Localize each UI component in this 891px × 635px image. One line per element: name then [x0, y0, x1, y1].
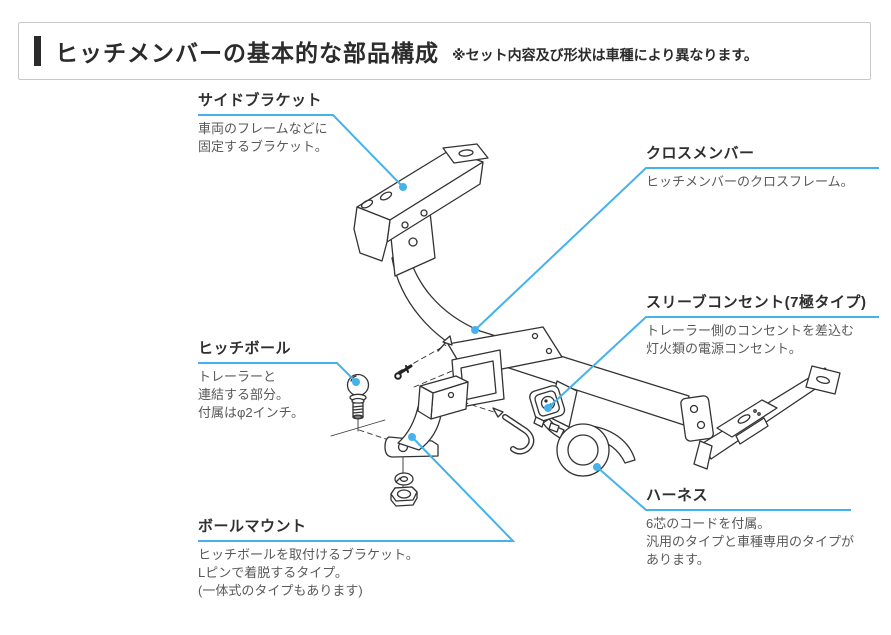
l-pin-drawing	[492, 407, 535, 455]
assembly-guide-lines	[358, 344, 501, 444]
dot-sleeve-outlet	[544, 404, 552, 412]
label-cross-member: クロスメンバー ヒッチメンバーのクロスフレーム。	[646, 145, 854, 191]
receiver-drawing	[447, 326, 563, 409]
section-header: ヒッチメンバーの基本的な部品構成 ※セット内容及び形状は車種により異なります。	[18, 22, 871, 80]
part-desc-hitch-ball: トレーラーと 連結する部分。 付属はφ2インチ。	[198, 369, 305, 420]
axis-line	[330, 419, 386, 437]
part-title-harness: ハーネス	[646, 487, 709, 504]
right-side-bracket-drawing	[693, 365, 841, 470]
sleeve-outlet-drawing	[529, 380, 578, 433]
label-side-bracket: サイドブラケット 車両のフレームなどに 固定するブラケット。	[198, 92, 328, 156]
dot-side-bracket	[399, 183, 407, 191]
part-desc-ball-mount: ヒッチボールを取付けるブラケット。 Lピンで着脱するタイプ。 (一体式のタイプも…	[198, 547, 419, 598]
part-desc-sleeve-outlet: トレーラー側のコンセントを差込む 灯火類の電源コンセント。	[646, 323, 855, 356]
harness-drawing	[542, 418, 636, 477]
part-desc-harness: 6芯のコードを付属。 汎用のタイプと車種専用のタイプが あります。	[646, 516, 855, 567]
label-hitch-ball: ヒッチボール トレーラーと 連結する部分。 付属はφ2インチ。	[198, 340, 304, 422]
hitch-ball-drawing	[346, 373, 370, 420]
part-desc-side-bracket: 車両のフレームなどに 固定するブラケット。	[198, 121, 328, 154]
nut-drawing	[390, 486, 418, 507]
part-title-sleeve-outlet: スリーブコンセント(7極タイプ)	[646, 294, 867, 311]
dot-ball-mount	[408, 433, 416, 441]
part-title-ball-mount: ボールマウント	[198, 518, 307, 535]
side-bracket-drawing	[353, 143, 489, 277]
label-sleeve-outlet: スリーブコンセント(7極タイプ) トレーラー側のコンセントを差込む 灯火類の電源…	[646, 294, 866, 358]
label-harness: ハーネス 6芯のコードを付属。 汎用のタイプと車種専用のタイプが あります。	[646, 487, 854, 569]
page-note: ※セット内容及び形状は車種により異なります。	[452, 47, 758, 63]
label-ball-mount: ボールマウント ヒッチボールを取付けるブラケット。 Lピンで着脱するタイプ。 (…	[198, 518, 419, 600]
pin-clip-drawing	[394, 364, 413, 380]
dot-hitch-ball	[352, 378, 360, 386]
callout-dots	[352, 183, 601, 471]
dot-cross-member	[471, 326, 479, 334]
arrow-pin-drawing	[437, 335, 453, 352]
dot-harness	[593, 463, 601, 471]
part-title-cross-member: クロスメンバー	[646, 145, 755, 162]
page-title: ヒッチメンバーの基本的な部品構成	[55, 40, 439, 66]
part-desc-cross-member: ヒッチメンバーのクロスフレーム。	[646, 174, 854, 189]
part-title-hitch-ball: ヒッチボール	[198, 340, 292, 357]
washer-drawing	[394, 472, 414, 486]
header-accent-bar	[34, 36, 41, 66]
ball-mount-drawing	[384, 375, 469, 458]
part-title-side-bracket: サイドブラケット	[198, 92, 323, 109]
